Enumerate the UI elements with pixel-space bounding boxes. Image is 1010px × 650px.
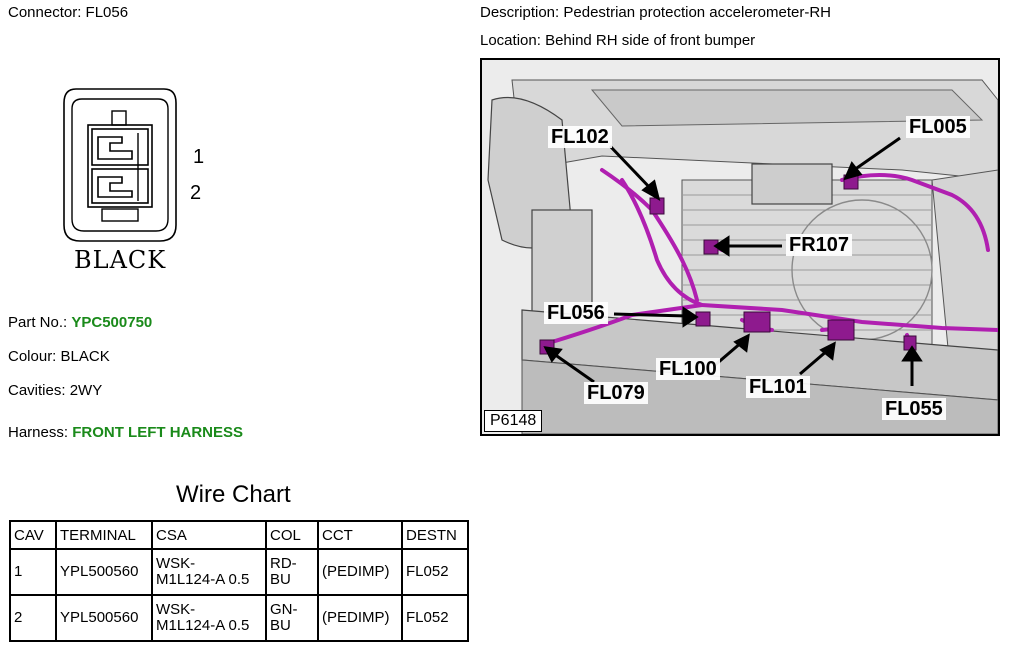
header-csa: CSA [151,520,267,550]
cell-col-line2: BU [270,571,291,588]
wire-chart-header-row: CAV TERMINAL CSA COL CCT DESTN [9,520,469,550]
cell-col-line1: RD- [270,555,297,572]
description-value: Pedestrian protection accelerometer-RH [563,4,831,21]
location-row: Location: Behind RH side of front bumper [480,32,755,49]
cell-csa-line2: M1L124-A 0.5 [156,571,250,588]
callout-fl079: FL079 [584,382,648,404]
header-terminal: TERMINAL [55,520,153,550]
cell-csa-line2: M1L124-A 0.5 [156,617,250,634]
cell-csa-line1: WSK- [156,555,196,572]
callout-fr107: FR107 [786,234,853,256]
connector-id: FL056 [85,4,129,21]
cell-csa: WSK- M1L124-A 0.5 [151,594,267,642]
part-number-label: Part No.: [8,314,68,331]
description-label: Description: [480,4,560,21]
cell-cct: (PEDIMP) [317,594,403,642]
connector-colour-caption: BLACK [74,246,167,274]
colour-value: BLACK [60,348,110,365]
cell-col: RD- BU [265,548,319,596]
connector-face-drawing [63,88,177,242]
cavities-value: 2WY [69,382,103,399]
callout-fl056: FL056 [544,302,608,324]
header-col: COL [265,520,319,550]
pin-2-label: 2 [190,182,202,204]
cell-destn: FL052 [401,548,469,596]
location-value: Behind RH side of front bumper [545,32,756,49]
table-row: 2 YPL500560 WSK- M1L124-A 0.5 GN- BU (PE… [9,594,469,642]
header-destn: DESTN [401,520,469,550]
cell-terminal: YPL500560 [55,548,153,596]
cell-csa-line1: WSK- [156,601,196,618]
colour-row: Colour: BLACK [8,348,110,365]
connector-label: Connector: [8,4,82,21]
harness-row: Harness: FRONT LEFT HARNESS [8,424,243,441]
cell-cav: 1 [9,548,57,596]
cell-cct: (PEDIMP) [317,548,403,596]
cell-csa: WSK- M1L124-A 0.5 [151,548,267,596]
cell-col-line2: BU [270,617,291,634]
part-number-row: Part No.: YPC500750 [8,314,152,331]
harness-label: Harness: [8,424,69,441]
callout-fl102: FL102 [548,126,612,148]
callout-fl101: FL101 [746,376,810,398]
wire-chart-table: CAV TERMINAL CSA COL CCT DESTN 1 YPL5005… [9,520,469,642]
connector-title: Connector: FL056 [8,4,128,21]
cell-col: GN- BU [265,594,319,642]
vehicle-front-illustration [482,60,998,434]
callout-fl055: FL055 [882,398,946,420]
location-photo: FL102 FL005 FR107 FL056 FL100 FL079 FL10… [480,58,1000,436]
colour-label: Colour: [8,348,57,365]
photo-reference-label: P6148 [484,410,543,432]
cavities-label: Cavities: [8,382,66,399]
cell-col-line1: GN- [270,601,298,618]
header-cct: CCT [317,520,403,550]
callout-fl100: FL100 [656,358,720,380]
harness-link[interactable]: FRONT LEFT HARNESS [72,424,244,441]
header-cav: CAV [9,520,57,550]
location-label: Location: [480,32,541,49]
wire-chart-title: Wire Chart [176,481,291,508]
part-number-link[interactable]: YPC500750 [71,314,153,331]
table-row: 1 YPL500560 WSK- M1L124-A 0.5 RD- BU (PE… [9,548,469,596]
cell-terminal: YPL500560 [55,594,153,642]
description-row: Description: Pedestrian protection accel… [480,4,831,21]
callout-fl005: FL005 [906,116,970,138]
cell-cav: 2 [9,594,57,642]
pin-1-label: 1 [193,146,205,168]
cell-destn: FL052 [401,594,469,642]
cavities-row: Cavities: 2WY [8,382,102,399]
